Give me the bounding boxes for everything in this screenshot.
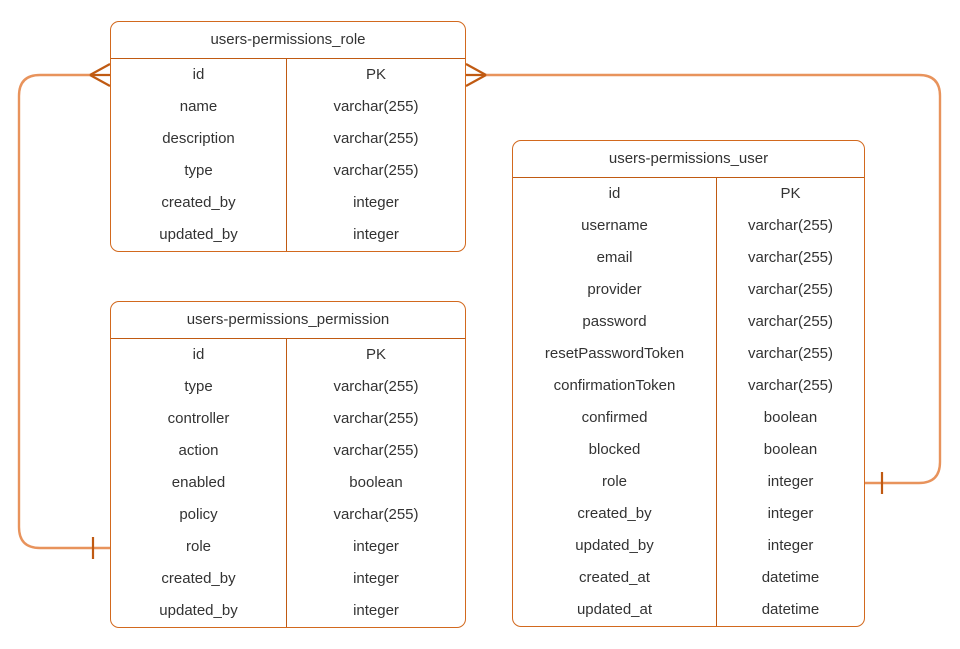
field-type-cell: boolean — [763, 441, 818, 458]
field-type-cell: varchar(255) — [333, 378, 419, 395]
field-name-cell: password — [582, 313, 647, 330]
field-name-column-role: id name description type created_by upda… — [111, 59, 287, 251]
field-name-cell: created_by — [161, 570, 236, 587]
field-type-cell: integer — [353, 538, 399, 555]
field-name-cell: created_at — [579, 569, 650, 586]
field-name-cell: username — [581, 217, 648, 234]
entity-body-permission: id type controller action enabled policy… — [111, 339, 465, 627]
field-type-column-permission: PK varchar(255) varchar(255) varchar(255… — [287, 339, 465, 627]
field-name-cell: name — [179, 98, 218, 115]
field-type-cell: datetime — [761, 601, 820, 618]
field-name-cell: provider — [587, 281, 642, 298]
field-name-cell: resetPasswordToken — [544, 345, 685, 362]
field-name-cell: id — [608, 185, 621, 202]
field-type-cell: varchar(255) — [747, 313, 834, 330]
field-name-cell: created_by — [577, 505, 652, 522]
field-name-cell: role — [185, 538, 211, 555]
field-name-cell: confirmationToken — [553, 377, 676, 394]
field-name-cell: type — [184, 162, 213, 179]
field-type-cell: integer — [767, 473, 814, 490]
field-name-cell: blocked — [588, 441, 641, 458]
field-type-column-user: PK varchar(255) varchar(255) varchar(255… — [717, 178, 864, 626]
field-type-cell: varchar(255) — [333, 442, 419, 459]
entity-title-permission: users-permissions_permission — [111, 302, 465, 339]
field-type-cell: varchar(255) — [333, 410, 419, 427]
entity-title-user: users-permissions_user — [513, 141, 864, 178]
field-name-cell: action — [178, 442, 219, 459]
field-name-cell: id — [192, 346, 205, 363]
cardinality-many-marker-role-right — [465, 63, 487, 87]
field-name-cell: updated_by — [159, 602, 238, 619]
field-type-cell: PK — [780, 185, 801, 202]
field-name-cell: enabled — [171, 474, 226, 491]
field-type-cell: varchar(255) — [333, 506, 419, 523]
field-type-cell: varchar(255) — [747, 249, 834, 266]
entity-title-role: users-permissions_role — [111, 22, 465, 59]
field-type-cell: integer — [353, 570, 399, 587]
entity-users-permissions-role[interactable]: users-permissions_role id name descripti… — [110, 21, 466, 252]
field-type-cell: integer — [353, 602, 399, 619]
field-name-cell: type — [184, 378, 213, 395]
field-type-column-role: PK varchar(255) varchar(255) varchar(255… — [287, 59, 465, 251]
field-type-cell: varchar(255) — [747, 345, 834, 362]
entity-body-user: id username email provider password rese… — [513, 178, 864, 626]
field-type-cell: PK — [365, 346, 386, 363]
field-name-cell: controller — [167, 410, 230, 427]
field-name-cell: updated_by — [575, 537, 654, 554]
field-type-cell: varchar(255) — [747, 377, 834, 394]
field-name-cell: description — [162, 130, 235, 147]
relationship-permission-role[interactable] — [17, 63, 111, 559]
field-name-cell: updated_at — [576, 601, 653, 618]
field-name-cell: role — [601, 473, 627, 490]
field-type-cell: PK — [365, 66, 386, 83]
field-name-cell: policy — [179, 506, 218, 523]
field-type-cell: integer — [353, 226, 399, 243]
field-type-cell: integer — [353, 194, 399, 211]
entity-users-permissions-permission[interactable]: users-permissions_permission id type con… — [110, 301, 466, 628]
field-type-cell: varchar(255) — [333, 98, 419, 115]
field-type-cell: integer — [767, 537, 814, 554]
field-name-column-user: id username email provider password rese… — [513, 178, 717, 626]
field-type-cell: boolean — [349, 474, 403, 491]
field-type-cell: datetime — [761, 569, 820, 586]
field-type-cell: varchar(255) — [747, 217, 834, 234]
field-name-cell: created_by — [161, 194, 236, 211]
field-name-cell: updated_by — [159, 226, 238, 243]
field-name-cell: id — [192, 66, 205, 83]
cardinality-many-marker-role-left — [89, 63, 111, 87]
relationship-permission-role-line — [17, 73, 110, 550]
field-type-cell: varchar(255) — [333, 162, 419, 179]
field-type-cell: varchar(255) — [747, 281, 834, 298]
field-name-column-permission: id type controller action enabled policy… — [111, 339, 287, 627]
field-name-cell: confirmed — [581, 409, 648, 426]
entity-body-role: id name description type created_by upda… — [111, 59, 465, 251]
field-type-cell: integer — [767, 505, 814, 522]
entity-users-permissions-user[interactable]: users-permissions_user id username email… — [512, 140, 865, 627]
field-type-cell: boolean — [763, 409, 818, 426]
field-name-cell: email — [596, 249, 633, 266]
field-type-cell: varchar(255) — [333, 130, 419, 147]
